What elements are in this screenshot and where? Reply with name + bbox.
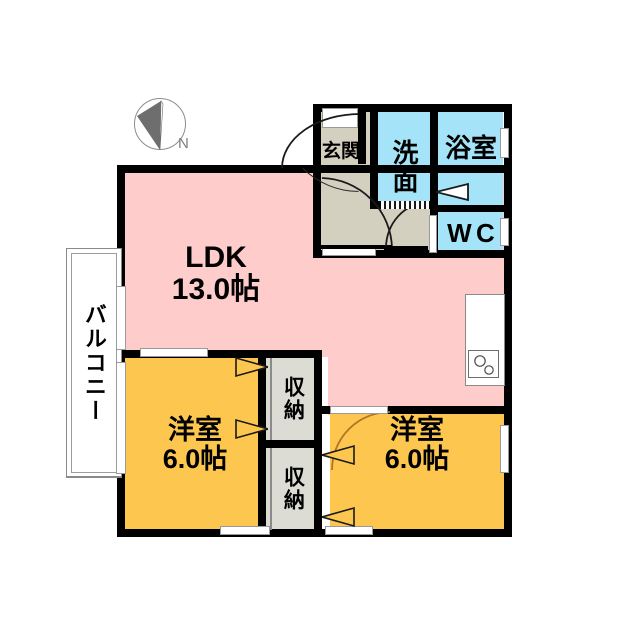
closet-upper-inner-line: [270, 358, 272, 440]
closet-lower-door-icon-bottom[interactable]: [322, 506, 356, 528]
balcony-step-line: [66, 476, 122, 478]
toilet-door[interactable]: [429, 215, 437, 253]
wall-bedroom-se-top: [322, 406, 512, 414]
washroom-label: 洗面: [379, 128, 429, 206]
wall-closet-column-east: [314, 350, 322, 537]
bath-label: 浴室: [438, 130, 504, 166]
sliding-door-ldk-west[interactable]: [116, 286, 126, 350]
wall-closet-column-west: [258, 350, 266, 537]
bedroom-se-name: 洋室: [390, 414, 444, 445]
wall-east-outer-lower: [504, 248, 512, 537]
bedroom-se-door-opening[interactable]: [330, 406, 388, 414]
bath-door-marker-icon[interactable]: [436, 182, 470, 202]
washroom-name: 洗面: [389, 139, 420, 195]
washroom-fill: [377, 112, 432, 207]
wall-washroom-west: [370, 104, 378, 209]
closet-lower-inner-line: [270, 448, 272, 530]
wall-wet-top: [320, 104, 512, 112]
balcony-label-wrap: バルコニー: [67, 249, 121, 477]
bath-name: 浴室: [444, 132, 497, 163]
window-bedroom-sw-north: [140, 348, 208, 357]
hall-door-leaf-left[interactable]: [320, 245, 392, 249]
bedroom-sw-name: 洋室: [168, 414, 222, 445]
balcony: バルコニー: [66, 248, 122, 478]
compass-north-label: N: [178, 135, 189, 152]
wall-entry-bottom: [313, 250, 504, 258]
balcony-label: バルコニー: [81, 303, 107, 423]
window-bedroom-se-south: [325, 526, 373, 535]
window-bedroom-sw-south: [220, 526, 270, 535]
stove-burners-icon: [474, 355, 494, 375]
closet-lower-door-icon-top[interactable]: [322, 444, 356, 466]
window-bath: [500, 128, 509, 158]
closet-upper-door-icon-bottom[interactable]: [234, 418, 268, 440]
wall-closet-divider: [266, 440, 314, 448]
bedroom-sw-label: 洋室 6.0帖: [136, 408, 254, 482]
toilet-fill: [437, 212, 503, 257]
toilet-name: W C: [447, 217, 495, 248]
closet-upper-door-icon-top[interactable]: [234, 356, 268, 378]
closet-lower-fill: [266, 448, 314, 530]
washroom-sliding-door[interactable]: [381, 201, 429, 209]
closet-lower-label: 収納: [272, 452, 312, 526]
bedroom-se-size: 6.0帖: [384, 444, 450, 474]
entrance-door-leaf[interactable]: [358, 110, 362, 164]
window-bedroom-se-east: [500, 425, 509, 473]
bedroom-se-label: 洋室 6.0帖: [358, 408, 476, 482]
wall-bath-wc-divider: [430, 205, 512, 212]
closet-upper-name: 収納: [281, 376, 305, 422]
toilet-label: W C: [437, 216, 505, 250]
wall-bedroom-sw-top: [117, 350, 317, 358]
wall-east-upper-nub: [504, 165, 512, 187]
ldk-label: LDK 13.0帖: [152, 238, 280, 310]
window-toilet: [500, 218, 509, 246]
ldk-name: LDK: [185, 240, 247, 274]
bedroom-se-fill: [330, 412, 505, 530]
entrance-label: 玄関: [320, 138, 362, 166]
entrance-door-arc-svg[interactable]: [278, 110, 364, 170]
entrance-name: 玄関: [321, 140, 360, 162]
compass: [134, 98, 186, 150]
bedroom-sw-size: 6.0帖: [162, 444, 228, 474]
kitchen-stove: [468, 350, 499, 378]
closet-lower-name: 収納: [281, 466, 305, 512]
closet-upper-label: 収納: [272, 362, 312, 436]
wall-entry-partition: [359, 112, 366, 164]
compass-needle-icon: [137, 100, 164, 150]
sliding-door-bedroom-west[interactable]: [116, 362, 126, 474]
bedroom-sw-fill: [124, 358, 266, 530]
hall-door-leaf-right[interactable]: [384, 246, 428, 250]
closet-upper-fill: [266, 358, 314, 440]
wall-bath-west: [430, 104, 438, 257]
ldk-size: 13.0帖: [171, 273, 261, 306]
